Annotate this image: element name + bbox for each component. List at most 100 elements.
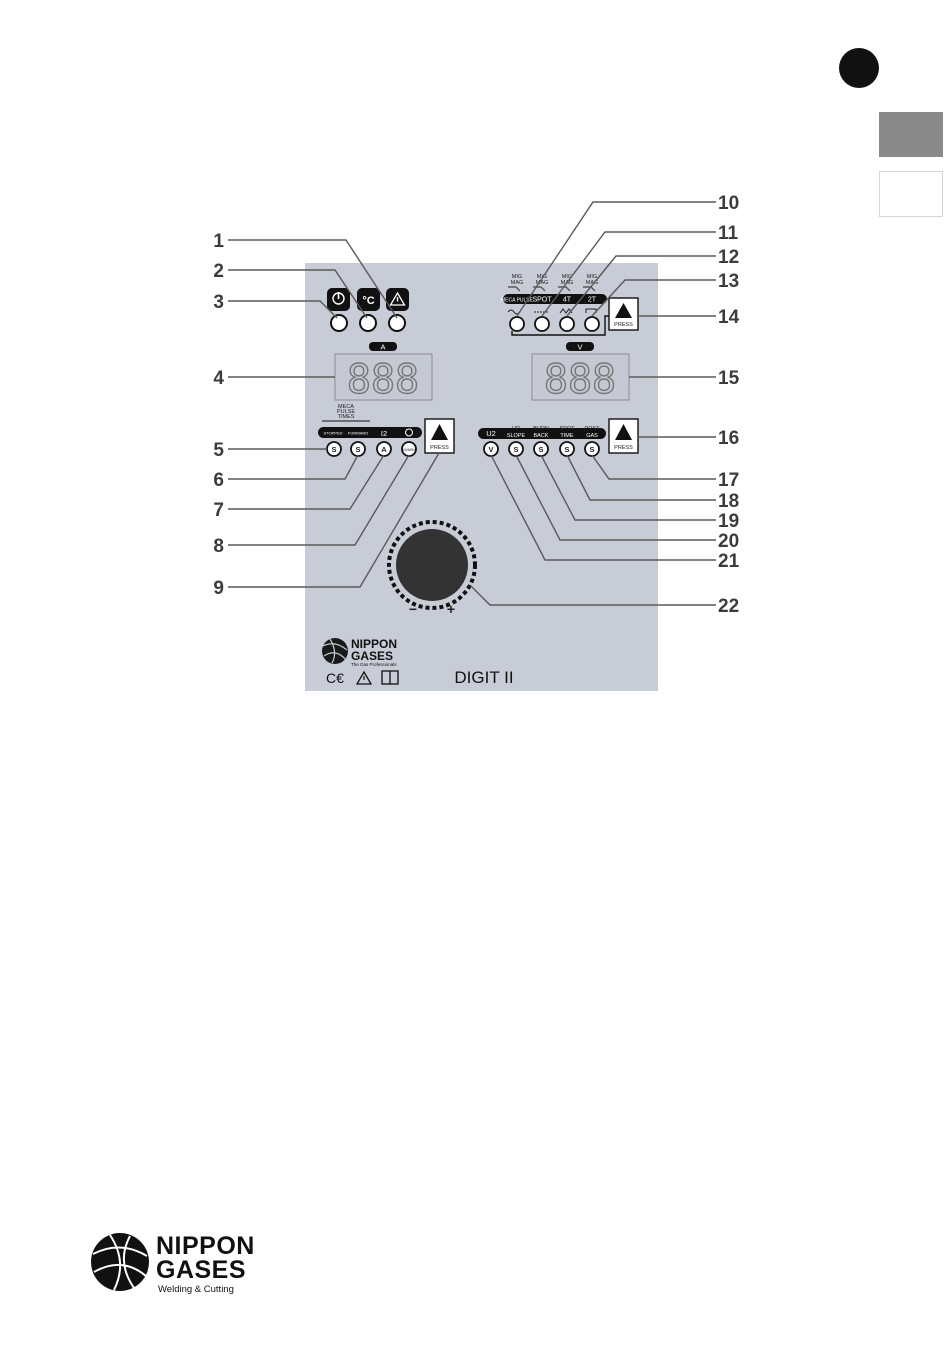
panel-brand-tagline: The Gas Professionals xyxy=(351,662,397,667)
callout-19: 19 xyxy=(718,511,739,532)
mode-4t: 4T xyxy=(563,297,572,304)
overheat-led xyxy=(359,314,377,332)
left-param-pill xyxy=(318,427,422,438)
press-button-top[interactable]: PRESS xyxy=(608,297,639,331)
led-bracket xyxy=(511,315,609,336)
param-i2: I2 xyxy=(381,429,387,438)
spot-led xyxy=(534,316,550,332)
footer-brand-line1: NIPPON xyxy=(156,1232,255,1260)
current-display xyxy=(334,353,433,401)
mode-2t: 2T xyxy=(588,297,597,304)
page-marker-dot xyxy=(839,48,879,88)
param-back: BACK xyxy=(534,433,549,439)
mode-meca-pulse: MECA PULSE xyxy=(501,298,534,304)
status-indicators: °C xyxy=(327,288,409,332)
param-post: POST xyxy=(585,426,601,432)
callout-numbers: 1 2 3 4 5 6 7 8 9 10 11 12 13 14 15 16 1… xyxy=(213,193,739,617)
param-forward: FORWARD xyxy=(348,431,369,436)
callout-18: 18 xyxy=(718,491,739,512)
knob[interactable] xyxy=(396,529,468,601)
right-parameter-group: U2 UP SLOPE BURN BACK SPOT TIME POST GAS… xyxy=(478,426,606,457)
group-header-pulse: PULSE xyxy=(337,409,355,415)
led-letter: S xyxy=(564,445,569,454)
led-letter: A xyxy=(381,445,387,454)
current-display-group: A 888 xyxy=(334,342,433,404)
press-button-right[interactable]: PRESS xyxy=(608,418,639,454)
process-label-4b: MAG xyxy=(586,280,599,286)
four-t-led xyxy=(559,316,575,332)
callout-6: 6 xyxy=(213,470,224,491)
meca-pulse-led xyxy=(509,316,525,332)
callout-7: 7 xyxy=(213,500,224,521)
process-label-3: MIG xyxy=(562,274,572,280)
callout-15: 15 xyxy=(718,368,740,389)
temperature-icon xyxy=(357,288,380,311)
footer-brand-line2: GASES xyxy=(156,1256,247,1284)
torch-icon xyxy=(508,286,521,292)
process-label-2b: MAG xyxy=(536,280,549,286)
callout-leaders xyxy=(228,201,716,606)
led-letter: M/MIN xyxy=(403,448,414,452)
panel-branding: NIPPON GASES The Gas Professionals C€ DI… xyxy=(322,637,514,687)
language-tab-active[interactable] xyxy=(879,112,943,157)
callout-17: 17 xyxy=(718,470,739,491)
callout-10: 10 xyxy=(718,193,739,214)
param-u2: U2 xyxy=(486,429,496,438)
callout-14: 14 xyxy=(718,307,740,328)
led-letter: S xyxy=(538,445,543,454)
mode-spot: SPOT xyxy=(532,297,552,304)
param-stopped: STOPPED xyxy=(323,431,342,436)
ce-mark: C€ xyxy=(326,670,344,686)
warning-icon xyxy=(355,670,373,685)
param-slope: SLOPE xyxy=(507,433,526,439)
left-parameter-group: MECA PULSE TIMES STOPPED FORWARD I2 S S … xyxy=(318,404,422,457)
group-header-times: TIMES xyxy=(338,414,355,420)
wire-speed-icon xyxy=(405,428,413,437)
param-gas: GAS xyxy=(586,433,598,439)
callout-3: 3 xyxy=(213,292,224,313)
process-selector: MIG MAG MIG MAG MIG MAG MIG MAG MECA PUL… xyxy=(501,274,609,336)
callout-16: 16 xyxy=(718,428,739,449)
callout-4: 4 xyxy=(213,368,224,389)
two-t-led xyxy=(584,316,600,332)
param-burn: BURN xyxy=(533,426,549,432)
model-name: DIGIT II xyxy=(454,668,513,687)
power-led xyxy=(330,314,348,332)
current-display-digits: 888 xyxy=(347,357,419,403)
callout-1: 1 xyxy=(213,231,224,252)
panel-brand-line2: GASES xyxy=(351,649,393,663)
process-label-2: MIG xyxy=(537,274,547,280)
footer-brand-tagline: Welding & Cutting xyxy=(158,1284,234,1295)
callout-11: 11 xyxy=(718,223,739,244)
voltage-display-digits: 888 xyxy=(544,357,616,403)
panel-brand-line1: NIPPON xyxy=(351,637,397,651)
power-icon xyxy=(327,288,350,311)
callout-22: 22 xyxy=(718,596,739,617)
adjustment-knob[interactable]: − + xyxy=(387,520,477,617)
voltage-unit-label: V xyxy=(577,343,582,352)
callout-8: 8 xyxy=(213,536,224,557)
knob-plus-label: + xyxy=(447,601,455,617)
language-tab[interactable] xyxy=(879,171,943,217)
voltage-unit-badge xyxy=(566,342,594,351)
press-button-left[interactable]: PRESS xyxy=(424,418,455,454)
right-param-pill xyxy=(478,428,606,439)
param-up: UP xyxy=(512,426,520,432)
current-unit-label: A xyxy=(380,343,385,352)
knob-minus-label: − xyxy=(409,601,417,617)
led-letter: S xyxy=(331,445,336,454)
callout-21: 21 xyxy=(718,551,740,572)
param-spot: SPOT xyxy=(560,426,576,432)
led-letter: S xyxy=(513,445,518,454)
four-stroke-icon xyxy=(559,308,573,314)
callout-2: 2 xyxy=(213,261,224,282)
led-letter: V xyxy=(488,445,493,454)
press-label: PRESS xyxy=(614,322,633,328)
callout-13: 13 xyxy=(718,271,739,292)
process-label-1: MIG xyxy=(512,274,522,280)
brand-globe-icon xyxy=(91,1233,149,1291)
triangle-up-icon xyxy=(615,424,632,440)
param-time: TIME xyxy=(560,433,573,439)
process-label-4: MIG xyxy=(587,274,597,280)
